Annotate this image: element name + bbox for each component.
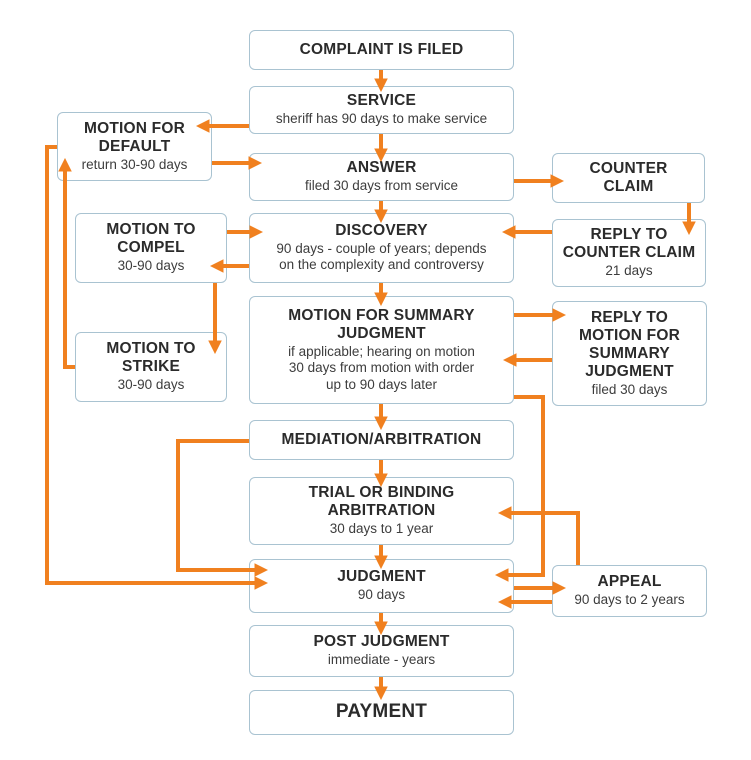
node-subtitle: 90 days: [357, 587, 406, 603]
node-discovery: DISCOVERY 90 days - couple of years; dep…: [249, 213, 514, 283]
node-title: REPLY TO COUNTER CLAIM: [562, 226, 696, 262]
node-appeal: APPEAL 90 days to 2 years: [552, 565, 707, 617]
node-subtitle: return 30-90 days: [81, 156, 188, 172]
node-subtitle: 90 days - couple of years; depends on th…: [276, 241, 487, 273]
node-title: MOTION FOR SUMMARY JUDGMENT: [288, 307, 475, 343]
node-title: POST JUDGMENT: [313, 633, 450, 651]
node-title: MEDIATION/ARBITRATION: [281, 431, 482, 449]
node-title: MOTION TO STRIKE: [106, 340, 196, 376]
node-answer: ANSWER filed 30 days from service: [249, 153, 514, 201]
node-title: ANSWER: [346, 159, 417, 177]
node-mediation-arbitration: MEDIATION/ARBITRATION: [249, 420, 514, 460]
node-subtitle: if applicable; hearing on motion 30 days…: [288, 344, 475, 392]
node-judgment: JUDGMENT 90 days: [249, 559, 514, 613]
node-subtitle: 30 days to 1 year: [329, 521, 434, 537]
node-title: JUDGMENT: [337, 568, 426, 586]
node-complaint-is-filed: COMPLAINT IS FILED: [249, 30, 514, 70]
node-title: APPEAL: [597, 573, 662, 591]
node-subtitle: immediate - years: [327, 652, 436, 668]
node-subtitle: filed 30 days from service: [304, 178, 459, 194]
node-title: COUNTER CLAIM: [589, 160, 668, 195]
node-reply-to-motion-for-summary-judgment: REPLY TO MOTION FOR SUMMARY JUDGMENT fil…: [552, 301, 707, 406]
node-reply-to-counter-claim: REPLY TO COUNTER CLAIM 21 days: [552, 219, 706, 287]
arrow-motion-to-strike-to-motion-for-default: [58, 157, 75, 369]
node-title: MOTION FOR DEFAULT: [83, 119, 186, 155]
node-subtitle: sheriff has 90 days to make service: [275, 111, 488, 127]
node-motion-for-default: MOTION FOR DEFAULT return 30-90 days: [57, 112, 212, 181]
node-title: REPLY TO MOTION FOR SUMMARY JUDGMENT: [578, 308, 681, 380]
node-motion-to-compel: MOTION TO COMPEL 30-90 days: [75, 213, 227, 283]
node-counter-claim: COUNTER CLAIM: [552, 153, 705, 203]
node-subtitle: 30-90 days: [117, 258, 185, 274]
node-motion-to-strike: MOTION TO STRIKE 30-90 days: [75, 332, 227, 402]
node-title: COMPLAINT IS FILED: [299, 41, 464, 59]
node-title: DISCOVERY: [335, 222, 428, 240]
node-title: SERVICE: [346, 92, 417, 110]
node-trial-or-binding-arbitration: TRIAL OR BINDING ARBITRATION 30 days to …: [249, 477, 514, 545]
node-post-judgment: POST JUDGMENT immediate - years: [249, 625, 514, 677]
node-subtitle: 21 days: [605, 263, 653, 279]
node-subtitle: filed 30 days: [591, 381, 668, 397]
node-title: MOTION TO COMPEL: [106, 221, 196, 257]
node-motion-for-summary-judgment: MOTION FOR SUMMARY JUDGMENT if applicabl…: [249, 296, 514, 404]
node-subtitle: 30-90 days: [117, 377, 185, 393]
node-payment: PAYMENT: [249, 690, 514, 735]
node-service: SERVICE sheriff has 90 days to make serv…: [249, 86, 514, 134]
node-title: PAYMENT: [335, 701, 428, 723]
node-subtitle: 90 days to 2 years: [574, 592, 685, 608]
node-title: TRIAL OR BINDING ARBITRATION: [308, 484, 455, 520]
